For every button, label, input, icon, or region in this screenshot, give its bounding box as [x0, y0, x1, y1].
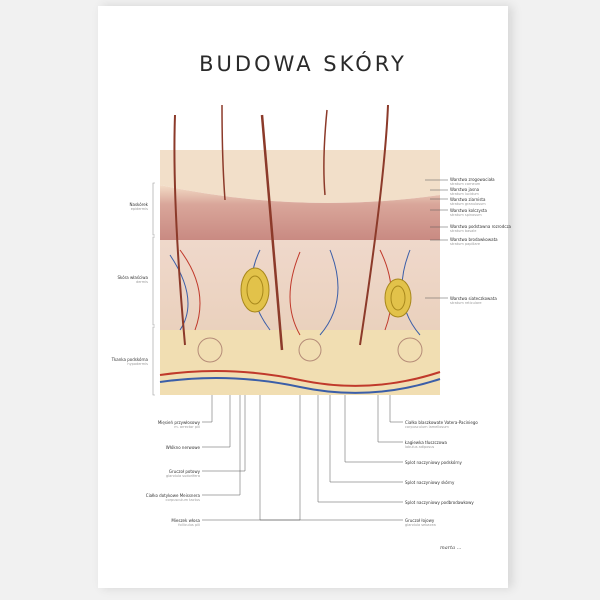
lamellar-corpuscles	[240, 267, 412, 318]
sweat-glands	[197, 337, 423, 363]
hypodermis	[160, 330, 440, 395]
layer-brackets	[152, 182, 155, 396]
bottom-left-label: Włókno nerwowe	[165, 445, 200, 450]
hairs	[173, 104, 389, 351]
skin-surface	[160, 150, 440, 240]
bottom-right-label: Splot naczyniowy podskórny	[405, 460, 462, 465]
poster-title: BUDOWA SKÓRY	[199, 52, 407, 76]
blood-vessels	[159, 249, 441, 394]
bottom-right-label: Splot naczyniowy podbrodawkowy	[405, 500, 474, 505]
leader-lines	[202, 179, 448, 521]
bottom-right-label: Splot naczyniowy skórny	[405, 480, 455, 485]
artist-signature: marta ...	[440, 545, 462, 551]
